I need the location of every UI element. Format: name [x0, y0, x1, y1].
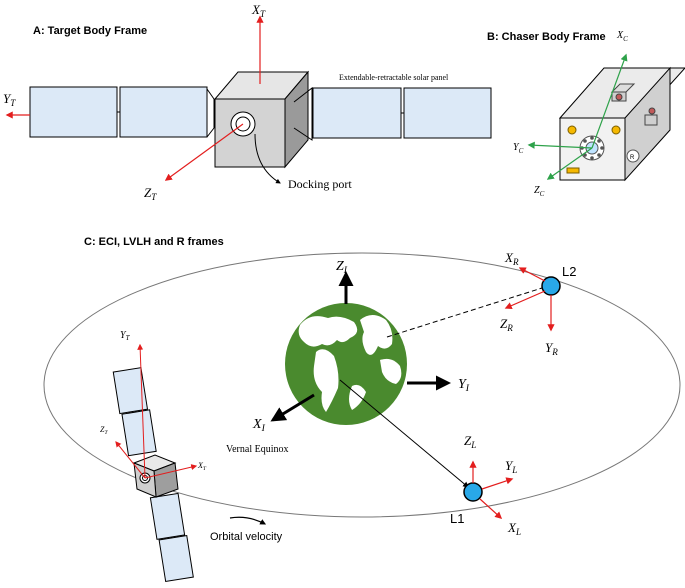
chaser-body-cube: R	[558, 66, 685, 182]
eci-y-label: YI	[458, 377, 470, 394]
l2-node: L2 XR ZR YR	[500, 250, 576, 357]
chaser-z-axis	[546, 147, 593, 180]
target-x-label: XT	[251, 2, 266, 19]
l2-z-label: ZR	[500, 316, 513, 333]
orbital-velocity-label: Orbital velocity	[210, 531, 283, 543]
chaser-y-label: YC	[513, 142, 524, 155]
panel-a-title: A: Target Body Frame	[33, 25, 147, 37]
target-body-cube	[213, 70, 310, 169]
docking-port-pointer	[254, 133, 281, 184]
l1-node: L1 ZL YL XL	[450, 433, 521, 537]
target-z-label: ZT	[144, 185, 157, 202]
orbit-target-y-label: YT	[120, 330, 131, 342]
earth-icon	[285, 303, 407, 425]
l2-z-axis	[504, 290, 546, 309]
l1-y-axis	[481, 477, 514, 490]
vernal-equinox-label: Vernal Equinox	[226, 444, 289, 455]
orbit-target-z-axis	[115, 441, 146, 479]
l2-label: L2	[562, 264, 576, 279]
l2-y-label: YR	[545, 340, 558, 357]
solar-panel-label: Extendable-retractable solar panel	[339, 73, 449, 82]
docking-port-label: Docking port	[288, 177, 352, 191]
panel-b-chaser-body-frame: B: Chaser Body Frame	[487, 30, 685, 198]
orbit-target-x-axis	[144, 464, 198, 479]
chaser-x-label: XC	[616, 30, 628, 43]
l1-z-label: ZL	[464, 433, 476, 450]
l2-x-axis	[518, 267, 546, 282]
chaser-y-axis	[527, 141, 593, 149]
l2-x-label: XR	[504, 250, 519, 267]
orbit-target-spacecraft	[112, 367, 194, 583]
left-solar-panels	[29, 86, 215, 138]
panel-c-eci-lvlh-r-frames: C: ECI, LVLH and R frames ZI YI XI Verna…	[43, 236, 681, 583]
l1-x-axis	[479, 498, 503, 519]
earth-l1-line	[339, 379, 469, 488]
orbit-ellipse	[43, 252, 681, 518]
chaser-x-axis	[591, 53, 628, 149]
panel-c-title: C: ECI, LVLH and R frames	[84, 236, 224, 248]
l1-label: L1	[450, 511, 464, 526]
l1-x-label: XL	[507, 520, 521, 537]
eci-z-label: ZI	[336, 259, 348, 276]
target-z-axis	[164, 123, 244, 181]
orbit-target-x-label: XT	[197, 461, 207, 472]
earth-l2-dashed-line	[386, 287, 543, 338]
orbit-target-y-axis	[137, 343, 146, 479]
panel-a-target-body-frame: A: Target Body Frame Extendable-retrac	[3, 2, 492, 202]
chaser-z-label: ZC	[534, 185, 545, 198]
right-solar-panels	[293, 86, 492, 141]
chaser-r-marker: R	[630, 155, 635, 161]
eci-x-label: XI	[252, 417, 266, 434]
orbital-velocity-arrow	[229, 516, 267, 525]
orbit-target-z-label: ZT	[100, 425, 108, 436]
panel-b-title: B: Chaser Body Frame	[487, 31, 606, 43]
l1-y-label: YL	[505, 458, 517, 475]
target-y-label: YT	[3, 91, 16, 108]
eci-x-axis	[270, 393, 315, 422]
